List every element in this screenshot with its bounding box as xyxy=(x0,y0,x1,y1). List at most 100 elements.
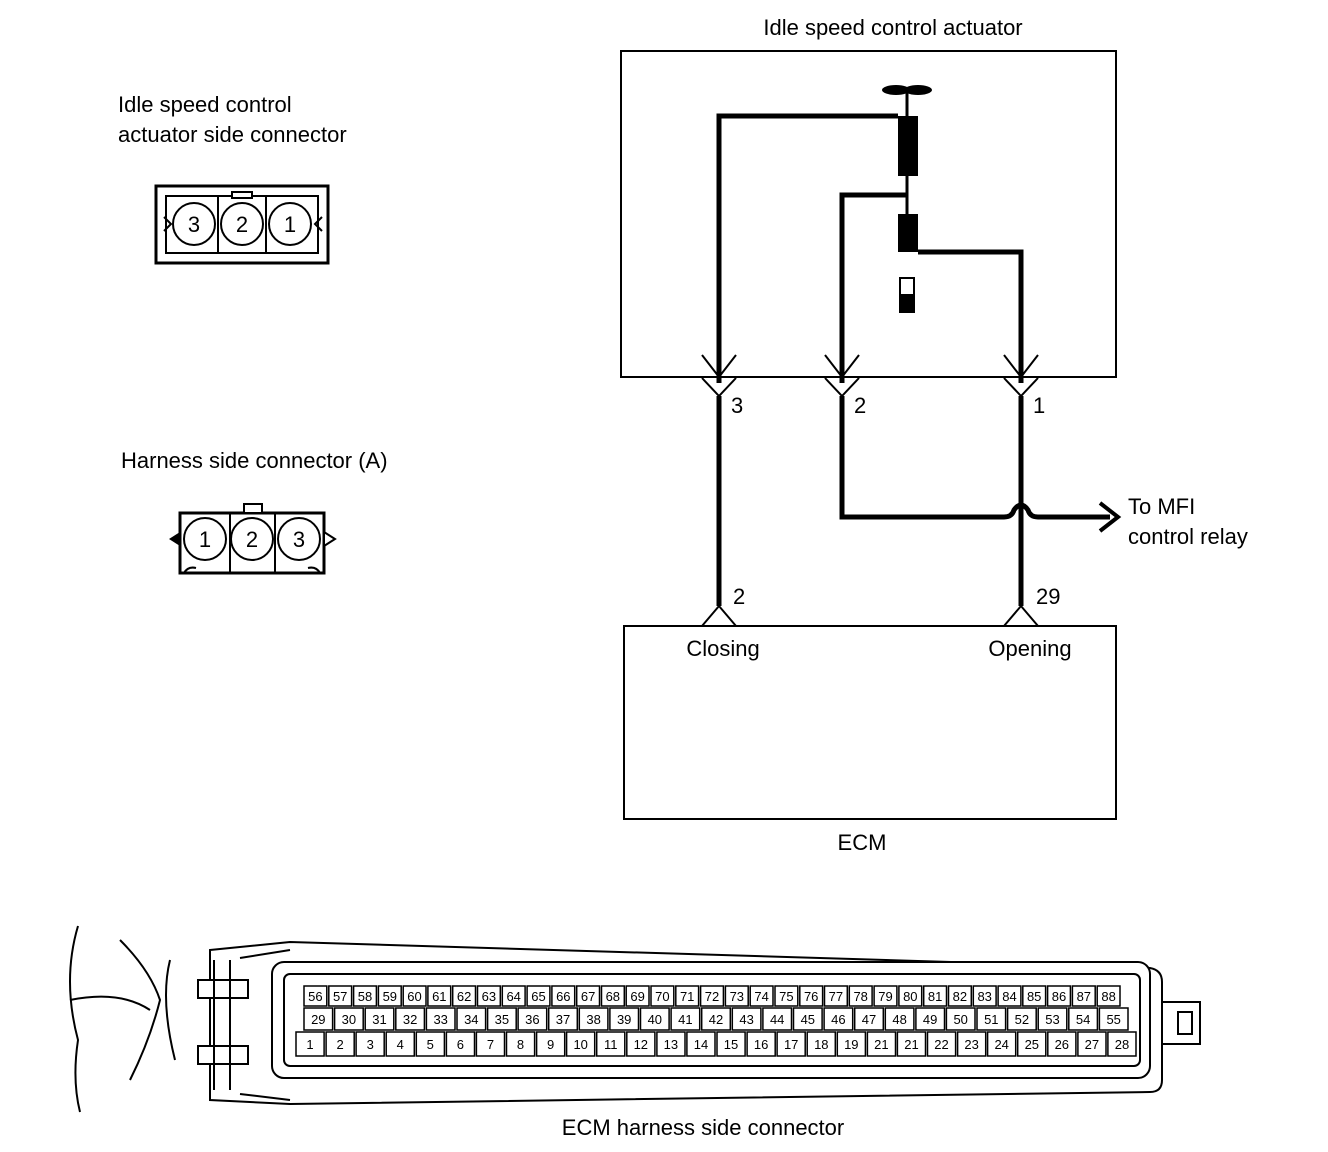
ecm-pin-number: 19 xyxy=(844,1037,858,1052)
actuator-connector-title-line2: actuator side connector xyxy=(118,122,347,147)
ecm-pin-number: 21 xyxy=(874,1037,888,1052)
ecm-pin-cell xyxy=(656,1031,686,1057)
ecm-pin-number: 66 xyxy=(556,989,570,1004)
ecm-pin-number: 38 xyxy=(586,1012,600,1027)
ecm-pin-number: 15 xyxy=(724,1037,738,1052)
harness-connector-cell: 3 xyxy=(293,527,305,552)
ecm-pin-number: 44 xyxy=(770,1012,784,1027)
ecm-pin-cell xyxy=(866,1031,897,1057)
ecm-pin-cell xyxy=(395,1007,426,1031)
ecm-pin-cell xyxy=(385,1031,416,1057)
ecm-pin-cell xyxy=(425,1007,456,1031)
ecm-pin-cell xyxy=(724,985,749,1007)
ecm-pin-cell xyxy=(792,1007,823,1031)
ecm-pin-number: 29 xyxy=(311,1012,325,1027)
ecm-pin-number: 4 xyxy=(397,1037,404,1052)
ecm-pin-cell xyxy=(1022,985,1047,1007)
ecm-pin-number: 62 xyxy=(457,989,471,1004)
ecm-pin-number: 88 xyxy=(1101,989,1115,1004)
ecm-pin-cell xyxy=(626,1031,656,1057)
actuator-connector-cell: 3 xyxy=(188,212,200,237)
ecm-pin-number: 24 xyxy=(994,1037,1008,1052)
ecm-pin-number: 37 xyxy=(556,1012,570,1027)
ecm-pin-cell xyxy=(836,1031,867,1057)
ecm-pin-cell xyxy=(476,985,502,1007)
ecm-terminal-opening xyxy=(1003,604,1039,627)
actuator-connector-title-line1: Idle speed control xyxy=(118,92,292,117)
ecm-pin-cell xyxy=(475,1031,506,1057)
ecm-pin-cell xyxy=(915,1007,946,1031)
ecm-pin-cell xyxy=(295,1031,325,1057)
ecm-pin-cell xyxy=(328,985,353,1007)
ecm-pin-number: 46 xyxy=(831,1012,845,1027)
ecm-pin-number: 22 xyxy=(934,1037,948,1052)
ecm-pin-cell xyxy=(609,1007,640,1031)
ecm-pin-number: 53 xyxy=(1045,1012,1059,1027)
ecm-pin-number: 35 xyxy=(495,1012,509,1027)
ecm-pin-cell xyxy=(823,985,849,1007)
ecm-pin-number: 84 xyxy=(1002,989,1016,1004)
ecm-pin-cell xyxy=(445,1031,476,1057)
ecm-pin-number: 59 xyxy=(383,989,397,1004)
ecm-pin-number: 47 xyxy=(862,1012,876,1027)
harness-connector-cell: 1 xyxy=(199,527,211,552)
opening-label: Opening xyxy=(988,636,1071,661)
ecm-pin-cell xyxy=(377,985,402,1007)
ecm-pin-cell xyxy=(806,1031,837,1057)
ecm-pin-number: 55 xyxy=(1106,1012,1120,1027)
ecm-pin-cell xyxy=(749,985,774,1007)
ecm-pin-cell xyxy=(1096,985,1121,1007)
ecm-pin-cell xyxy=(639,1007,670,1031)
relay-label-line2: control relay xyxy=(1128,524,1248,549)
ecm-pin-cell xyxy=(1006,1007,1037,1031)
ecm-pin-cell xyxy=(699,985,725,1007)
ecm-pin-number: 63 xyxy=(482,989,496,1004)
ecm-pin-number: 26 xyxy=(1055,1037,1069,1052)
ecm-pin-cell xyxy=(1047,1031,1077,1057)
ecm-pin-number: 25 xyxy=(1025,1037,1039,1052)
ecm-pin-number: 3 xyxy=(367,1037,374,1052)
wire-relay xyxy=(839,396,1110,520)
ecm-pin-cell xyxy=(325,1031,355,1057)
ecm-pin-cell xyxy=(575,985,601,1007)
ecm-pin-cell xyxy=(535,1031,566,1057)
actuator-pin-1: 1 xyxy=(1033,393,1045,418)
ecm-pin-cell xyxy=(303,985,328,1007)
ecm-pin-number: 60 xyxy=(407,989,421,1004)
ecm-pin-number: 34 xyxy=(464,1012,478,1027)
ecm-pin-cell xyxy=(686,1031,716,1057)
ecm-pin-cell xyxy=(355,1031,385,1057)
ecm-pin-cell xyxy=(578,1007,609,1031)
ecm-pin-cell xyxy=(1071,985,1096,1007)
ecm-pin-cell xyxy=(1077,1031,1107,1057)
ecm-pin-cell xyxy=(427,985,452,1007)
ecm-pin-number: 83 xyxy=(977,989,991,1004)
ecm-pin-cell xyxy=(1046,985,1072,1007)
ecm-pin-cell xyxy=(675,985,700,1007)
ecm-pin-cell xyxy=(898,985,923,1007)
ecm-pin-number: 61 xyxy=(432,989,446,1004)
ecm-pin-cell xyxy=(551,985,576,1007)
ecm-pin-cell xyxy=(976,1007,1007,1031)
ecm-pin-number: 21 xyxy=(904,1037,918,1052)
ecm-pin-number: 74 xyxy=(754,989,768,1004)
ecm-pin-cell xyxy=(600,985,626,1007)
ecm-pin-cell xyxy=(352,985,378,1007)
ecm-pin-number: 32 xyxy=(403,1012,417,1027)
closing-label: Closing xyxy=(686,636,759,661)
wire-pin2 xyxy=(839,192,907,383)
ecm-pin-number: 51 xyxy=(984,1012,998,1027)
ecm-pin-closing: 2 xyxy=(733,584,745,609)
ecm-pin-cell xyxy=(823,1007,854,1031)
ecm-pin-number: 13 xyxy=(664,1037,678,1052)
ecm-pin-number: 82 xyxy=(953,989,967,1004)
ecm-connector-title: ECM harness side connector xyxy=(562,1115,844,1140)
ecm-pin-cell xyxy=(945,1007,976,1031)
ecm-pin-cell xyxy=(700,1007,732,1031)
ecm-pin-number: 17 xyxy=(784,1037,798,1052)
ecm-pin-number: 14 xyxy=(694,1037,708,1052)
ecm-pin-cell xyxy=(922,985,948,1007)
ecm-pin-number: 16 xyxy=(754,1037,768,1052)
ecm-pin-number: 8 xyxy=(517,1037,524,1052)
ecm-pin-number: 72 xyxy=(705,989,719,1004)
